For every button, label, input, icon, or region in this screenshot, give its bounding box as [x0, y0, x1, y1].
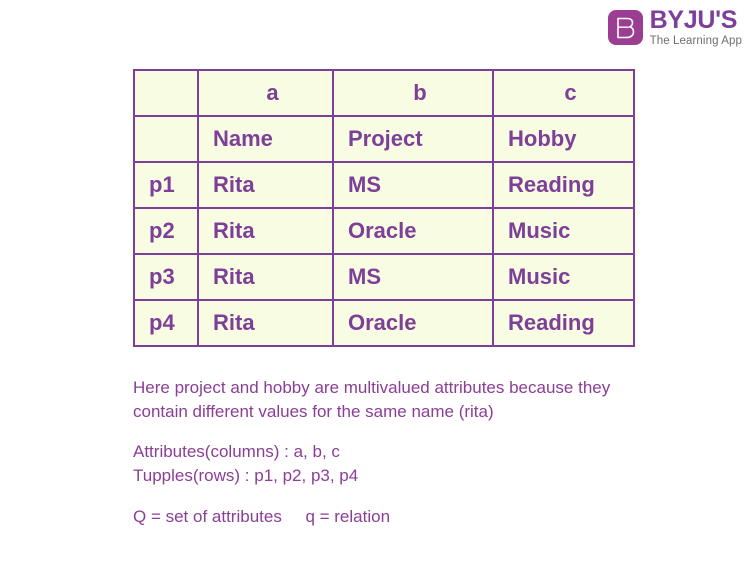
note-definitions-block: Attributes(columns) : a, b, c Tupples(ro…: [133, 440, 663, 488]
explanation-notes: Here project and hobby are multivalued a…: [133, 376, 663, 529]
byjus-b-logomark-icon: [607, 10, 643, 46]
cell-p3-name: Rita: [197, 253, 334, 301]
cell-p3-hobby: Music: [492, 253, 635, 301]
byjus-wordmark: BYJU'S: [649, 6, 738, 34]
field-name-name: Name: [197, 115, 334, 163]
table-row: p3 Rita MS Music: [133, 253, 635, 301]
byjus-logo: BYJU'S The Learning App: [607, 8, 742, 48]
cell-p3-project: MS: [332, 253, 494, 301]
cell-p1-name: Rita: [197, 161, 334, 209]
row-label-p3: p3: [133, 253, 199, 301]
byjus-tagline: The Learning App: [649, 35, 742, 47]
table-row: p1 Rita MS Reading: [133, 161, 635, 209]
note-tuples-line: Tupples(rows) : p1, p2, p3, p4: [133, 466, 359, 486]
table-corner-cell: [133, 69, 199, 117]
cell-p1-hobby: Reading: [492, 161, 635, 209]
note-legend-block: Q = set of attributes q = relation: [133, 505, 663, 529]
relation-table-container: a b c Name Project Hobby p1 Rita MS Read…: [133, 69, 635, 347]
cell-p4-name: Rita: [197, 299, 334, 347]
cell-p4-project: Oracle: [332, 299, 494, 347]
cell-p4-hobby: Reading: [492, 299, 635, 347]
note-multivalued-block: Here project and hobby are multivalued a…: [133, 376, 663, 424]
cell-p2-name: Rita: [197, 207, 334, 255]
byjus-logo-text: BYJU'S The Learning App: [650, 8, 742, 48]
field-row-corner-cell: [133, 115, 199, 163]
attribute-header-a: a: [197, 69, 334, 117]
table-row: p2 Rita Oracle Music: [133, 207, 635, 255]
cell-p1-project: MS: [332, 161, 494, 209]
attribute-header-row: a b c: [133, 69, 635, 117]
row-label-p1: p1: [133, 161, 199, 209]
table-row: p4 Rita Oracle Reading: [133, 299, 635, 347]
row-label-p4: p4: [133, 299, 199, 347]
cell-p2-hobby: Music: [492, 207, 635, 255]
cell-p2-project: Oracle: [332, 207, 494, 255]
field-name-project: Project: [332, 115, 494, 163]
field-name-hobby: Hobby: [492, 115, 635, 163]
attribute-header-b: b: [332, 69, 494, 117]
note-multivalued-text: Here project and hobby are multivalued a…: [133, 378, 611, 422]
attribute-header-c: c: [492, 69, 635, 117]
relation-table: a b c Name Project Hobby p1 Rita MS Read…: [133, 69, 635, 347]
note-attributes-line: Attributes(columns) : a, b, c: [133, 442, 340, 462]
note-legend-line: Q = set of attributes q = relation: [133, 506, 391, 526]
row-label-p2: p2: [133, 207, 199, 255]
field-name-row: Name Project Hobby: [133, 115, 635, 163]
